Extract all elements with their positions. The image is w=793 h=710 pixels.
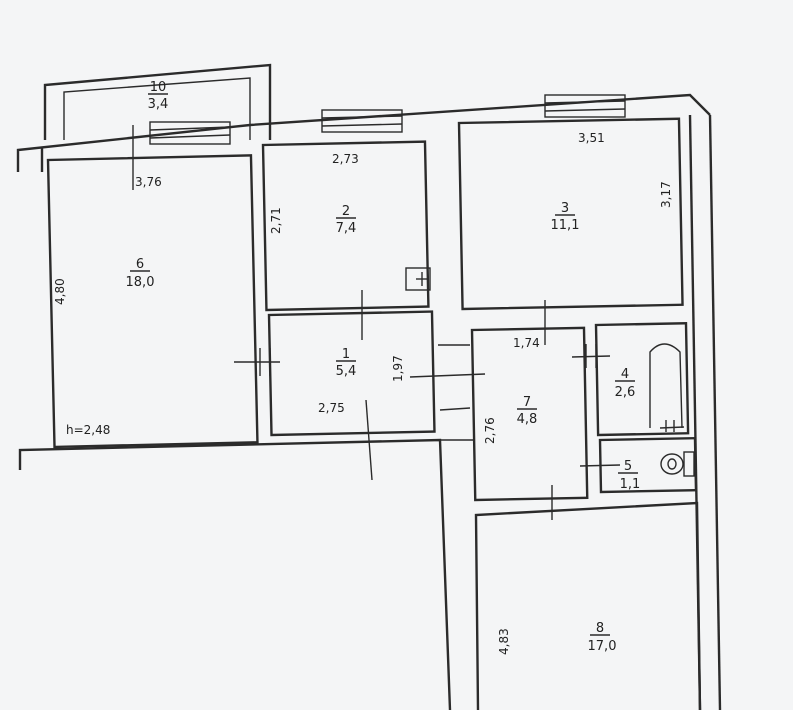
svg-text:4: 4 bbox=[621, 367, 629, 382]
dim-room6-width: 3,76 bbox=[135, 175, 162, 189]
room-7-outline bbox=[470, 326, 589, 502]
dim-room2-width: 2,73 bbox=[332, 152, 359, 166]
room-2-outline bbox=[261, 140, 430, 312]
room-label-5: 5 1,1 bbox=[618, 459, 640, 492]
toilet-icon bbox=[660, 451, 695, 477]
door-markers bbox=[132, 125, 621, 520]
svg-text:3: 3 bbox=[561, 201, 569, 216]
svg-text:7: 7 bbox=[523, 395, 531, 410]
bathtub-icon bbox=[649, 343, 683, 429]
balcony-outline bbox=[43, 63, 272, 140]
room-label-3: 3 11,1 bbox=[551, 201, 580, 233]
room-8-outline bbox=[474, 501, 702, 710]
room-label-1: 1 5,4 bbox=[336, 347, 357, 379]
dim-room3-width: 3,51 bbox=[578, 131, 605, 145]
svg-text:17,0: 17,0 bbox=[588, 639, 617, 654]
dim-ceiling-height: h=2,48 bbox=[66, 423, 110, 437]
svg-text:1,1: 1,1 bbox=[620, 477, 641, 492]
dim-room1-width: 2,75 bbox=[318, 401, 345, 415]
svg-text:1: 1 bbox=[342, 347, 350, 362]
svg-text:5: 5 bbox=[624, 459, 632, 474]
room-label-7: 7 4,8 bbox=[517, 395, 538, 427]
svg-text:2,6: 2,6 bbox=[615, 385, 636, 400]
room-4-outline bbox=[594, 322, 690, 437]
room-label-4: 4 2,6 bbox=[615, 367, 636, 400]
room-label-6: 6 18,0 bbox=[126, 257, 155, 290]
dim-room7-length: 2,76 bbox=[483, 417, 497, 444]
svg-text:11,1: 11,1 bbox=[551, 218, 580, 233]
svg-text:18,0: 18,0 bbox=[126, 275, 155, 290]
svg-text:4,8: 4,8 bbox=[517, 412, 538, 427]
dim-room8-length: 4,83 bbox=[497, 628, 511, 655]
outer-walls bbox=[16, 93, 722, 710]
svg-text:8: 8 bbox=[596, 621, 604, 636]
room-3-outline bbox=[457, 117, 684, 311]
svg-text:3,4: 3,4 bbox=[148, 97, 169, 112]
room-label-8: 8 17,0 bbox=[588, 621, 617, 654]
room-label-10: 10 3,4 bbox=[148, 80, 169, 112]
window-room3 bbox=[544, 94, 626, 118]
stove-icon bbox=[405, 267, 431, 291]
svg-text:7,4: 7,4 bbox=[336, 221, 357, 236]
svg-text:5,4: 5,4 bbox=[336, 364, 357, 379]
window-room2 bbox=[321, 109, 403, 133]
dim-room7-width: 1,74 bbox=[513, 336, 540, 350]
svg-text:10: 10 bbox=[150, 80, 167, 95]
dim-room1-length: 1,97 bbox=[391, 355, 405, 382]
dim-room2-length: 2,71 bbox=[269, 207, 283, 234]
sink-icon bbox=[659, 420, 685, 432]
room-6-outline bbox=[46, 154, 259, 449]
room-label-2: 2 7,4 bbox=[336, 204, 357, 236]
svg-text:6: 6 bbox=[136, 257, 144, 272]
svg-text:2: 2 bbox=[342, 204, 350, 219]
dim-room6-length: 4,80 bbox=[53, 278, 67, 305]
dim-room3-length: 3,17 bbox=[659, 181, 673, 208]
window-room6 bbox=[149, 121, 231, 145]
